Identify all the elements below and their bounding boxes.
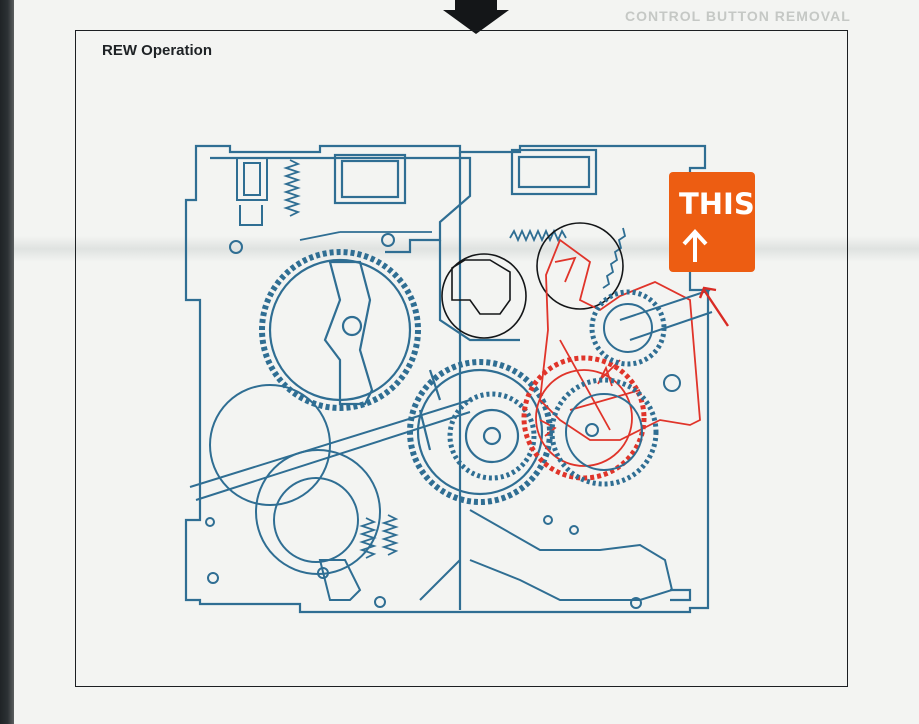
large-left-gear	[259, 249, 421, 411]
center-gears	[407, 359, 553, 505]
down-arrow-icon	[443, 0, 509, 34]
right-gears	[549, 289, 713, 487]
chassis-outline	[184, 144, 710, 614]
page-edge-shadow	[0, 0, 14, 724]
mounting-holes	[205, 233, 681, 609]
figure-frame	[75, 30, 848, 687]
red-arrow-icon	[698, 286, 729, 327]
sticky-note	[669, 172, 755, 272]
up-arrow-icon	[682, 229, 708, 262]
highlight-circles	[441, 222, 624, 339]
bottom-linkage	[419, 509, 674, 601]
lower-reels	[189, 384, 471, 601]
bleed-through-heading: CONTROL BUTTON REMOVAL	[625, 8, 851, 24]
top-left-solenoid	[236, 157, 268, 226]
figure-title: REW Operation	[102, 42, 213, 59]
note-text: THIS	[679, 187, 755, 221]
